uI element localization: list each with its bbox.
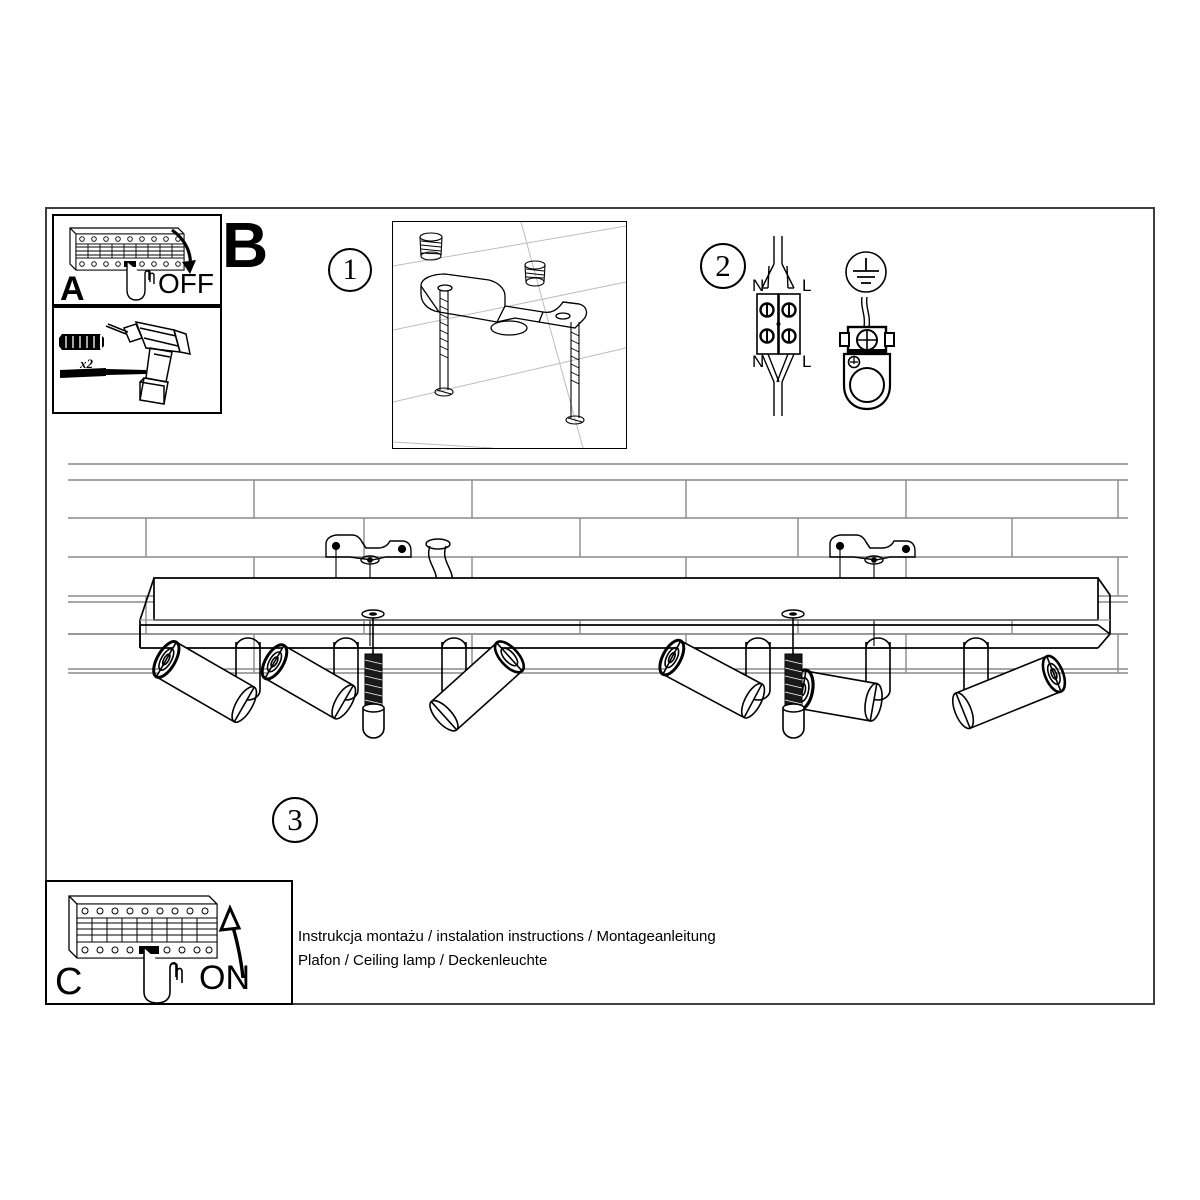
long-screw-icon bbox=[434, 290, 454, 397]
step-1-number: 1 bbox=[342, 253, 358, 286]
hand-pointing-icon bbox=[126, 262, 155, 301]
panel-a-letter: A bbox=[60, 270, 85, 308]
terminal-block-icon bbox=[756, 293, 801, 355]
curved-arrow-down-icon bbox=[171, 228, 196, 274]
mounting-bracket-icon bbox=[420, 273, 588, 336]
panel-a-breaker-off: A OFF bbox=[52, 214, 222, 306]
panel-a-state-label: OFF bbox=[158, 268, 214, 299]
brick-wall-icon bbox=[68, 463, 1128, 674]
terminal-label-l-bottom: L bbox=[802, 352, 812, 371]
spotlight-head-icon bbox=[152, 637, 1067, 732]
ceiling-bracket-illustration bbox=[393, 222, 626, 448]
wall-plug-icon bbox=[524, 260, 546, 287]
wall-plug-quantity: x2 bbox=[80, 356, 93, 371]
lamp-rail-icon bbox=[139, 577, 1111, 649]
footer-product-line: Plafon / Ceiling lamp / Deckenleuchte bbox=[298, 952, 548, 969]
step-2-earth-assembly bbox=[820, 245, 920, 415]
drill-illustration bbox=[59, 320, 191, 405]
panel-a-drill-plugs: x2 bbox=[52, 306, 222, 414]
earth-clamp-illustration bbox=[839, 251, 895, 411]
breaker-on-illustration bbox=[68, 895, 245, 1003]
long-screw-icon bbox=[565, 322, 585, 425]
breaker-off-illustration bbox=[69, 227, 196, 301]
step-2-badge: 2 bbox=[700, 243, 746, 289]
wiring-illustration bbox=[756, 236, 801, 416]
earth-ground-symbol-icon bbox=[845, 251, 887, 293]
step-1-illustration-box bbox=[392, 221, 627, 449]
step-2-number: 2 bbox=[715, 248, 731, 283]
step-3-number: 3 bbox=[287, 802, 303, 837]
earth-clamp-icon bbox=[839, 325, 895, 355]
step-1-badge: 1 bbox=[328, 248, 372, 292]
step-2-wiring-diagram bbox=[748, 236, 918, 416]
terminal-label-l-top: L bbox=[802, 276, 812, 295]
wall-plug-icon bbox=[59, 334, 104, 350]
footer-instruction-line: Instrukcja montażu / instalation instruc… bbox=[298, 928, 716, 945]
terminal-label-n-bottom: N bbox=[752, 352, 765, 371]
step-3-badge: 3 bbox=[272, 797, 318, 843]
panel-b-letter: B bbox=[222, 209, 269, 281]
panel-c-breaker-on: C ON bbox=[45, 880, 293, 1005]
panel-c-letter: C bbox=[55, 961, 83, 1003]
curved-arrow-up-icon bbox=[218, 904, 245, 979]
wall-and-lamp-illustration bbox=[68, 463, 1128, 739]
earth-ring-terminal-icon bbox=[842, 352, 892, 411]
screw-icon bbox=[60, 368, 146, 378]
panel-c-state-label: ON bbox=[199, 959, 250, 997]
power-drill-icon bbox=[105, 320, 191, 405]
hand-pointing-icon bbox=[143, 948, 183, 1003]
sheet-outer-frame bbox=[45, 207, 1155, 1005]
terminal-label-n-top: N bbox=[752, 276, 765, 295]
wall-plug-icon bbox=[419, 232, 443, 261]
mounting-screw-icon bbox=[361, 609, 805, 739]
step-3-wall-scene bbox=[68, 462, 1128, 866]
